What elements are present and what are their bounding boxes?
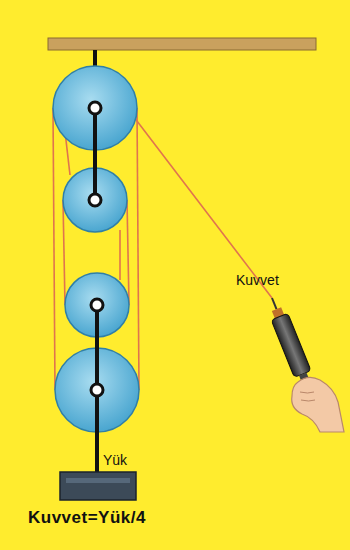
hand-finger [300, 392, 315, 401]
hand [292, 377, 344, 432]
load-weight [60, 472, 136, 500]
pulley-hub [89, 102, 103, 396]
load-weight-detail [66, 478, 130, 483]
ceiling-beam [48, 38, 316, 50]
force-label: Kuvvet [236, 272, 279, 288]
spring-scale [264, 295, 316, 389]
formula-caption: Kuvvet=Yük/4 [28, 508, 146, 528]
rope [53, 66, 272, 390]
load-label: Yük [103, 452, 127, 468]
axle-rod [95, 114, 97, 472]
pulley-wheel [53, 66, 139, 432]
